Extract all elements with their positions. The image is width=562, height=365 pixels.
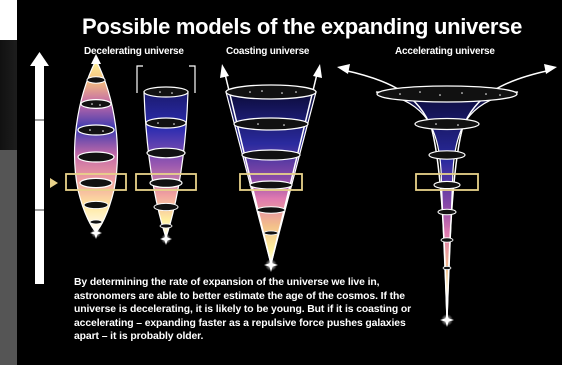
- outer-gray-area: [0, 150, 20, 365]
- present-markers: [65, 173, 479, 191]
- time-arrow: [30, 52, 58, 284]
- label-coasting: Coasting universe: [226, 46, 310, 57]
- label-accelerating: Accelerating universe: [395, 46, 495, 57]
- coasting-shape: [220, 64, 322, 272]
- label-decelerating: Decelerating universe: [84, 46, 184, 57]
- accelerating-shape: [337, 64, 557, 327]
- time-label-present: Present: [34, 163, 46, 205]
- page-title: Possible models of the expanding univers…: [82, 14, 523, 39]
- time-label-future: Future: [34, 84, 46, 120]
- time-label-past: Past: [34, 249, 46, 273]
- decelerating-closed-shape: [74, 54, 118, 239]
- decelerating-open-shape: [136, 65, 196, 245]
- caption-text: By determining the rate of expansion of …: [74, 277, 412, 343]
- galaxy-dots: [89, 90, 501, 132]
